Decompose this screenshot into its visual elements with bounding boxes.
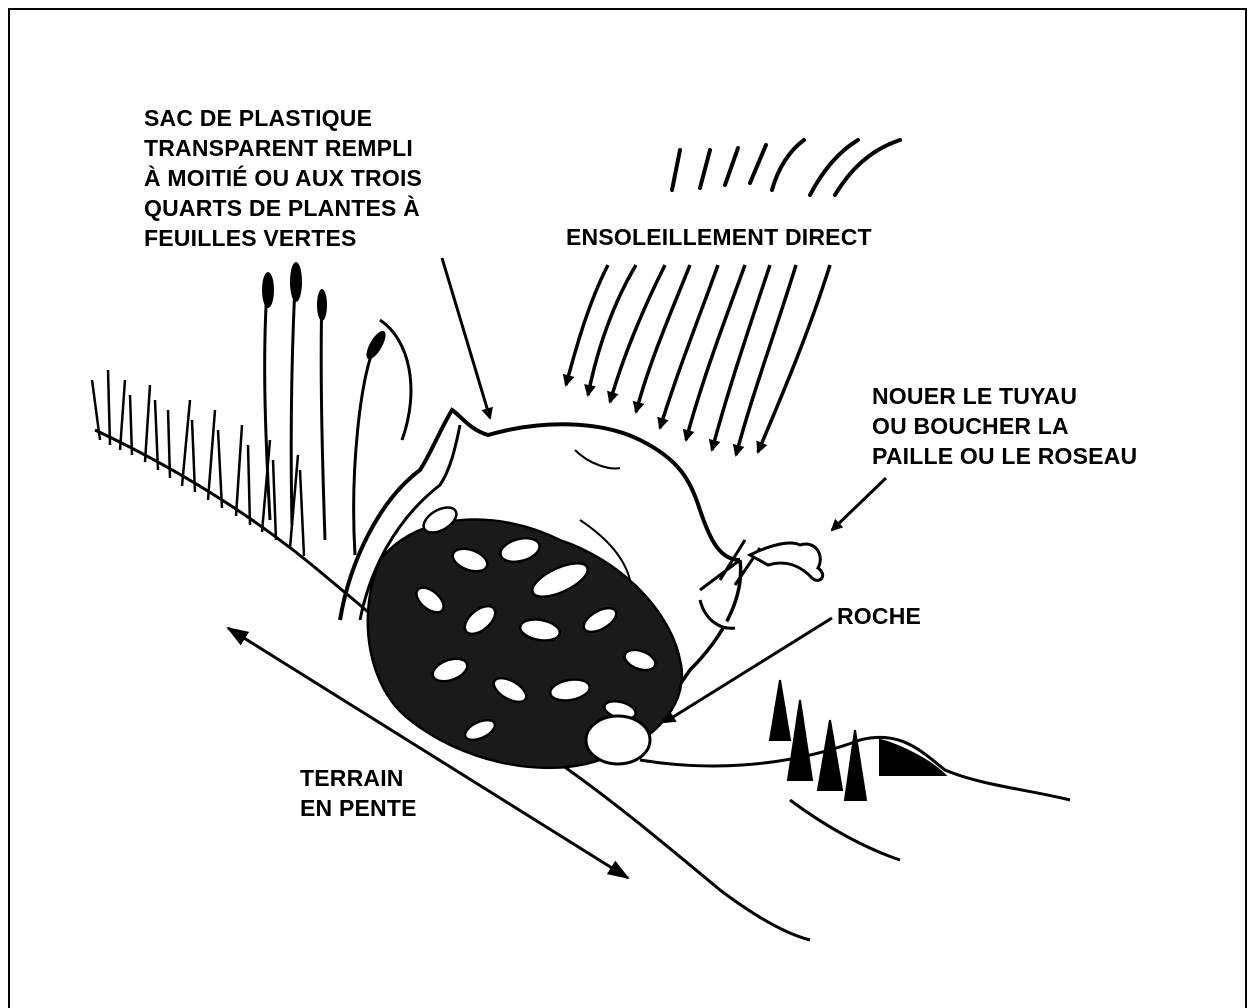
label-line: ENSOLEILLEMENT DIRECT bbox=[566, 222, 872, 252]
rock bbox=[586, 716, 650, 764]
label-line: ROCHE bbox=[837, 601, 921, 631]
label-line: PAILLE OU LE ROSEAU bbox=[872, 441, 1137, 471]
tube-pointer-arrow bbox=[832, 478, 886, 530]
tied-tube bbox=[700, 540, 823, 628]
label-rock: ROCHE bbox=[837, 601, 921, 631]
label-line: À MOITIÉ OU AUX TROIS bbox=[144, 163, 422, 193]
label-line: TERRAIN bbox=[300, 763, 417, 793]
label-plastic-bag: SAC DE PLASTIQUE TRANSPARENT REMPLI À MO… bbox=[144, 103, 422, 253]
bag-pointer-arrow bbox=[442, 258, 490, 418]
label-line: EN PENTE bbox=[300, 793, 417, 823]
grass-seed-heads bbox=[262, 262, 389, 362]
label-line: SAC DE PLASTIQUE bbox=[144, 103, 422, 133]
label-line: TRANSPARENT REMPLI bbox=[144, 133, 422, 163]
sun-rays-icon bbox=[672, 140, 900, 195]
label-tie-tube: NOUER LE TUYAU OU BOUCHER LA PAILLE OU L… bbox=[872, 381, 1137, 471]
label-sloped-terrain: TERRAIN EN PENTE bbox=[300, 763, 417, 823]
label-line: FEUILLES VERTES bbox=[144, 223, 422, 253]
grass-left bbox=[92, 370, 304, 556]
label-line: NOUER LE TUYAU bbox=[872, 381, 1137, 411]
label-line: OU BOUCHER LA bbox=[872, 411, 1137, 441]
label-direct-sunlight: ENSOLEILLEMENT DIRECT bbox=[566, 222, 872, 252]
label-line: QUARTS DE PLANTES À bbox=[144, 193, 422, 223]
trees-right bbox=[770, 680, 945, 800]
tall-grass-stalks bbox=[265, 265, 411, 555]
